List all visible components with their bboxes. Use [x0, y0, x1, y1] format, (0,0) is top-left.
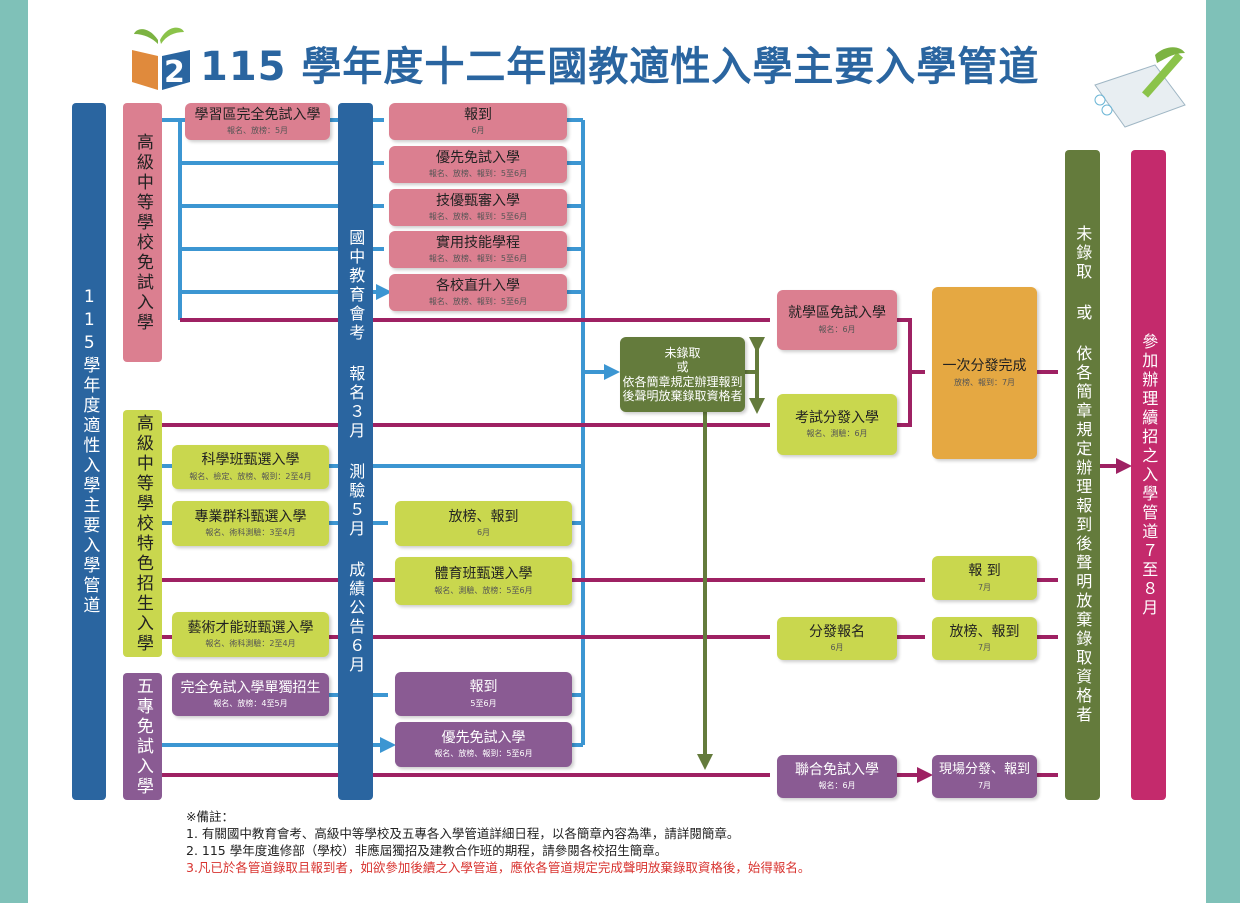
- box-line: 未錄取: [664, 345, 701, 360]
- not-admitted-bar: 未錄取 或 依各簡章規定辦理報到後聲明放棄錄取資格者: [1065, 150, 1100, 800]
- jc-solo-box: 完全免試入學單獨招生報名、放榜：4至5月: [172, 673, 329, 716]
- box-sub: 報名、放榜：4至5月: [213, 699, 288, 709]
- box-sub: 報名、檢定、放榜、報到：2至4月: [189, 471, 312, 481]
- box-title: 就學區免試入學: [788, 305, 886, 322]
- exam-bar: 國中教育會考 報名３月 測驗５月 成績公告６月: [338, 103, 373, 800]
- district-free-box: 學習區完全免試入學報名、放榜：5月: [185, 103, 330, 140]
- professional-box: 專業群科甄選入學報名、術科測驗：3至4月: [172, 501, 329, 546]
- box-sub: 7月: [977, 643, 992, 653]
- jc-report-box: 報到 5至6月: [395, 672, 572, 716]
- box-title: 報 到: [968, 563, 1001, 580]
- sports-report-box: 報 到 7月: [932, 556, 1037, 600]
- box-title: 技優甄審入學: [436, 192, 520, 209]
- box-sub: 報名、放榜、報到：5至6月: [428, 212, 528, 222]
- regular-report-box: 報到 6月: [389, 103, 567, 140]
- box-title: 報到: [469, 679, 498, 696]
- box-title: 現場分發、報到: [938, 762, 1030, 778]
- box-title: 放榜、報到: [949, 623, 1020, 640]
- left-border: [0, 0, 28, 903]
- arts-class-box: 藝術才能班甄選入學報名、術科測驗：2至4月: [172, 612, 329, 657]
- box-sub: 報名：6月: [818, 324, 856, 334]
- box-sub: 報名、放榜：5月: [226, 126, 289, 136]
- box-line: 後聲明放棄錄取資格者: [622, 388, 743, 403]
- box-sub: 報名、放榜、報到：5至6月: [434, 749, 533, 759]
- category-junior-college: 五專免試入學: [123, 673, 162, 800]
- box-title: 學習區完全免試入學: [194, 106, 321, 123]
- box-sub: 放榜、報到：7月: [953, 377, 1016, 387]
- box-sub: 7月: [977, 582, 992, 592]
- right-border: [1206, 0, 1240, 903]
- exam-allocation-box: 考試分發入學報名、測驗：6月: [777, 394, 897, 455]
- box-title: 完全免試入學單獨招生: [180, 679, 321, 696]
- box-title: 報到: [464, 106, 492, 123]
- district-free-admission-box: 就學區免試入學報名：6月: [777, 290, 897, 350]
- box-sub: 6月: [476, 528, 491, 538]
- box-sub: 報名、術科測驗：2至4月: [205, 639, 296, 649]
- box-line: 或: [676, 360, 689, 375]
- box-title: 實用技能學程: [436, 234, 520, 251]
- note-2: 2. 115 學年度進修部（學校）非應屆獨招及建教合作班的期程，請參閱各校招生簡…: [186, 843, 668, 858]
- not-admitted-box: 未錄取或依各簡章規定辦理報到後聲明放棄錄取資格者: [620, 337, 745, 412]
- box-sub: 報名、測驗、放榜：5至6月: [434, 585, 533, 595]
- note-3: 3.凡已於各管道錄取且報到者，如欲參加後續之入學管道，應依各管道規定完成聲明放棄…: [186, 860, 811, 875]
- box-sub: 7月: [977, 780, 992, 790]
- arts-result-box: 放榜、報到 7月: [932, 617, 1037, 660]
- overview-bar: 115學年度適性入學主要入學管道: [72, 103, 106, 800]
- box-sub: 6月: [830, 643, 844, 653]
- category-special: 高級中等學校特色招生入學: [123, 410, 162, 657]
- box-title: 優先免試入學: [436, 149, 520, 166]
- category-regular: 高級中等學校免試入學: [123, 103, 162, 362]
- notes-heading: ※備註：: [186, 809, 234, 824]
- jc-priority-box: 優先免試入學報名、放榜、報到：5至6月: [395, 722, 572, 767]
- notes: ※備註： 1. 有關國中教育會考、高級中等學校及五專各入學管道詳細日程，以各簡章…: [186, 808, 810, 876]
- box-title: 體育班甄選入學: [434, 566, 533, 583]
- arts-registration-box: 分發報名 6月: [777, 617, 897, 660]
- jc-onsite-box: 現場分發、報到 7月: [932, 755, 1037, 798]
- jc-joint-box: 聯合免試入學報名：6月: [777, 755, 897, 798]
- box-sub: 6月: [471, 126, 485, 136]
- logo-icon: 2: [132, 27, 190, 90]
- box-title: 藝術才能班甄選入學: [187, 619, 314, 636]
- continued-recruit-bar: 參加辦理續招之入學管道７至８月: [1131, 150, 1166, 800]
- svg-text:2: 2: [164, 55, 185, 90]
- direct-promotion-box: 各校直升入學報名、放榜、報到：5至6月: [389, 274, 567, 311]
- practical-skill-box: 實用技能學程報名、放榜、報到：5至6月: [389, 231, 567, 268]
- box-title: 分發報名: [809, 623, 865, 640]
- note-1: 1. 有關國中教育會考、高級中等學校及五專各入學管道詳細日程，以各簡章內容為準，…: [186, 826, 740, 841]
- box-title: 專業群科甄選入學: [194, 508, 307, 525]
- box-title: 科學班甄選入學: [201, 452, 300, 469]
- box-title: 一次分發完成: [942, 358, 1027, 375]
- box-title: 聯合免試入學: [795, 761, 879, 778]
- box-title: 各校直升入學: [436, 277, 520, 294]
- box-sub: 報名：6月: [818, 781, 856, 791]
- box-sub: 報名、術科測驗：3至4月: [205, 528, 296, 538]
- first-allocation-box: 一次分發完成放榜、報到：7月: [932, 287, 1037, 459]
- notebook-pencil-icon: [1094, 47, 1186, 128]
- box-sub: 報名、測驗：6月: [806, 429, 868, 439]
- priority-free-box: 優先免試入學報名、放榜、報到：5至6月: [389, 146, 567, 183]
- box-title: 考試分發入學: [795, 409, 879, 426]
- skill-review-box: 技優甄審入學報名、放榜、報到：5至6月: [389, 189, 567, 226]
- page-title: 115 學年度十二年國教適性入學主要入學管道: [200, 44, 1040, 90]
- box-title: 優先免試入學: [441, 729, 526, 746]
- box-sub: 報名、放榜、報到：5至6月: [428, 254, 528, 264]
- box-sub: 5至6月: [470, 698, 497, 708]
- box-title: 放榜、報到: [448, 508, 519, 525]
- sports-class-box: 體育班甄選入學報名、測驗、放榜：5至6月: [395, 557, 572, 605]
- professional-result-box: 放榜、報到 6月: [395, 501, 572, 546]
- box-sub: 報名、放榜、報到：5至6月: [428, 297, 528, 307]
- box-sub: 報名、放榜、報到：5至6月: [428, 169, 528, 179]
- box-line: 依各簡章規定辦理報到: [622, 374, 743, 389]
- science-class-box: 科學班甄選入學報名、檢定、放榜、報到：2至4月: [172, 445, 329, 489]
